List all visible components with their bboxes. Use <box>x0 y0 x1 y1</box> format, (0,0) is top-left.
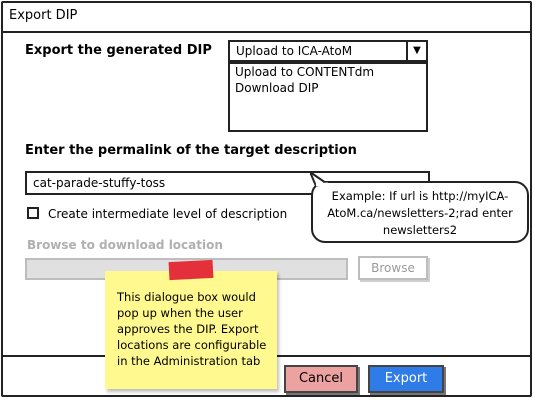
sticky-note: This dialogue box would pop up when the … <box>105 271 277 389</box>
intermediate-level-label: Create intermediate level of description <box>48 207 288 221</box>
dialog-title: Export DIP <box>3 3 530 33</box>
browse-location-label: Browse to download location <box>27 238 223 252</box>
callout-text: Example: If url is http://myICA-AtoM.ca/… <box>327 189 513 237</box>
export-dropdown: Upload to CONTENTdm Download DIP <box>228 62 428 132</box>
sticky-note-text: This dialogue box would pop up when the … <box>117 290 267 368</box>
chevron-down-icon[interactable]: ▼ <box>406 42 426 60</box>
browse-button: Browse <box>358 256 428 280</box>
tape-strip <box>168 259 214 281</box>
dropdown-option-download-dip[interactable]: Download DIP <box>235 81 319 95</box>
export-button[interactable]: Export <box>368 365 444 393</box>
cancel-button[interactable]: Cancel <box>284 365 358 393</box>
callout-pointer <box>310 170 329 188</box>
example-callout: Example: If url is http://myICA-AtoM.ca/… <box>311 181 529 243</box>
export-label: Export the generated DIP <box>25 43 212 58</box>
dropdown-option-contentdm[interactable]: Upload to CONTENTdm <box>235 65 375 79</box>
permalink-label: Enter the permalink of the target descri… <box>25 143 357 158</box>
export-select[interactable]: Upload to ICA-AtoM ▼ <box>228 40 428 62</box>
intermediate-level-checkbox[interactable] <box>27 207 39 219</box>
export-select-value: Upload to ICA-AtoM <box>236 44 353 58</box>
